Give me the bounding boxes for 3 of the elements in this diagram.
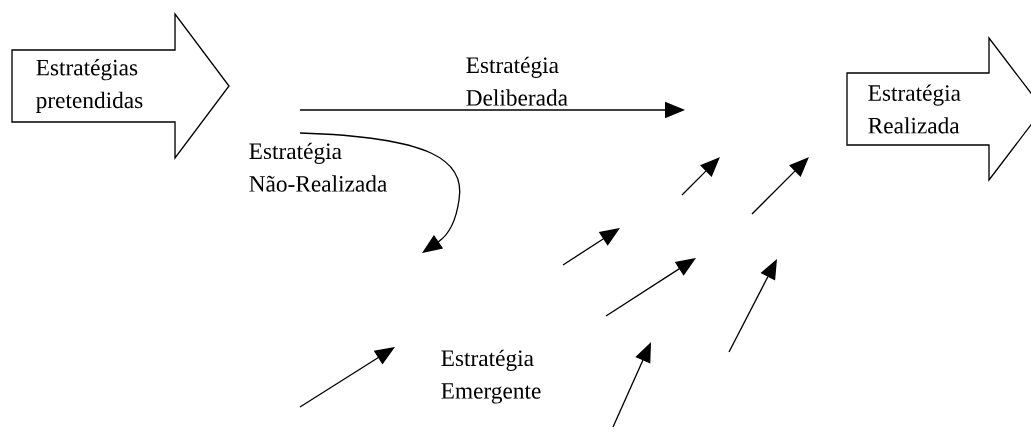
text-label: Estratégia Não-Realizada xyxy=(249,142,387,192)
text-label: Estratégia Deliberada xyxy=(466,56,568,106)
text-label: Estratégia Emergente xyxy=(441,349,541,404)
